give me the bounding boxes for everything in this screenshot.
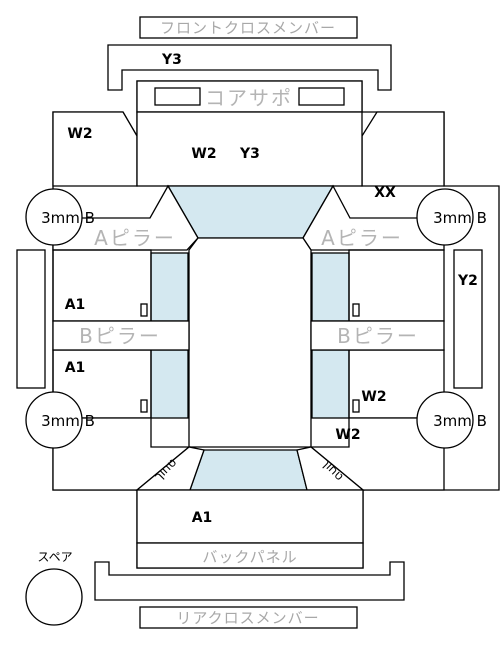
right-front-door-handle — [352, 303, 360, 317]
front-cross-member-grade: Y3 — [161, 52, 182, 68]
left-front-window[interactable] — [150, 252, 189, 322]
right-side-sill-grade: Y2 — [457, 273, 478, 289]
left-front-door-handle — [140, 303, 148, 317]
left-rear-window[interactable] — [150, 349, 189, 419]
right-rear-door-handle — [352, 399, 360, 413]
spare-label: スペア — [37, 550, 72, 564]
spare-tire[interactable] — [25, 568, 83, 626]
roof[interactable] — [188, 237, 312, 448]
hood-grade-1: W2 — [191, 146, 216, 162]
rear-window[interactable] — [189, 449, 308, 491]
rear-cross-member-label: リアクロスメンバー — [176, 609, 319, 627]
right-front-window[interactable] — [311, 252, 350, 322]
tire-rear-right-label: 3mm B — [433, 412, 487, 430]
trunk-grade: A1 — [192, 510, 213, 526]
tire-front-left[interactable] — [25, 188, 83, 246]
rear-cross-member-box[interactable] — [139, 606, 358, 629]
right-rear-window[interactable] — [311, 349, 350, 419]
tire-rear-left[interactable] — [25, 391, 83, 449]
right-rear-door-grade: W2 — [361, 389, 386, 405]
a-pillar-left-label: Aピラー — [94, 226, 176, 250]
left-rear-door-handle — [140, 399, 148, 413]
front-right-fender-grade: XX — [374, 185, 396, 201]
tire-front-right-label: 3mm B — [433, 209, 487, 227]
left-rear-door-grade: A1 — [65, 360, 86, 376]
trunk[interactable] — [136, 489, 364, 544]
tire-rear-right[interactable] — [416, 391, 474, 449]
rear-bumper[interactable] — [94, 561, 405, 601]
front-left-fender[interactable] — [52, 111, 138, 187]
tire-front-left-label: 3mm B — [41, 209, 95, 227]
hood[interactable] — [136, 111, 363, 187]
core-support-right-slot — [298, 87, 345, 106]
b-pillar-right-label: Bピラー — [337, 324, 419, 348]
right-front-door[interactable] — [348, 249, 445, 322]
core-support-left-slot — [154, 87, 201, 106]
front-right-fender[interactable] — [361, 111, 445, 187]
back-panel-box[interactable] — [136, 542, 364, 569]
a-pillar-right-label: Aピラー — [321, 226, 403, 250]
left-front-door-grade: A1 — [65, 297, 86, 313]
b-pillar-left[interactable] — [52, 320, 190, 351]
front-cross-member-label: フロントクロスメンバー — [160, 19, 336, 37]
front-left-fender-grade: W2 — [67, 126, 92, 142]
back-panel-label: バックパネル — [202, 548, 297, 566]
left-side-sill[interactable] — [16, 249, 46, 389]
core-support-label: コアサポ — [205, 86, 293, 110]
hood-grade-2: Y3 — [239, 146, 260, 162]
front-cross-member-box[interactable] — [139, 16, 358, 39]
b-pillar-right[interactable] — [310, 320, 445, 351]
rear-right-quarter-grade: W2 — [335, 427, 360, 443]
tire-front-right[interactable] — [416, 188, 474, 246]
tire-rear-left-label: 3mm B — [41, 412, 95, 430]
b-pillar-left-label: Bピラー — [79, 324, 161, 348]
front-bumper[interactable] — [107, 44, 392, 91]
right-side-sill[interactable] — [453, 249, 483, 389]
